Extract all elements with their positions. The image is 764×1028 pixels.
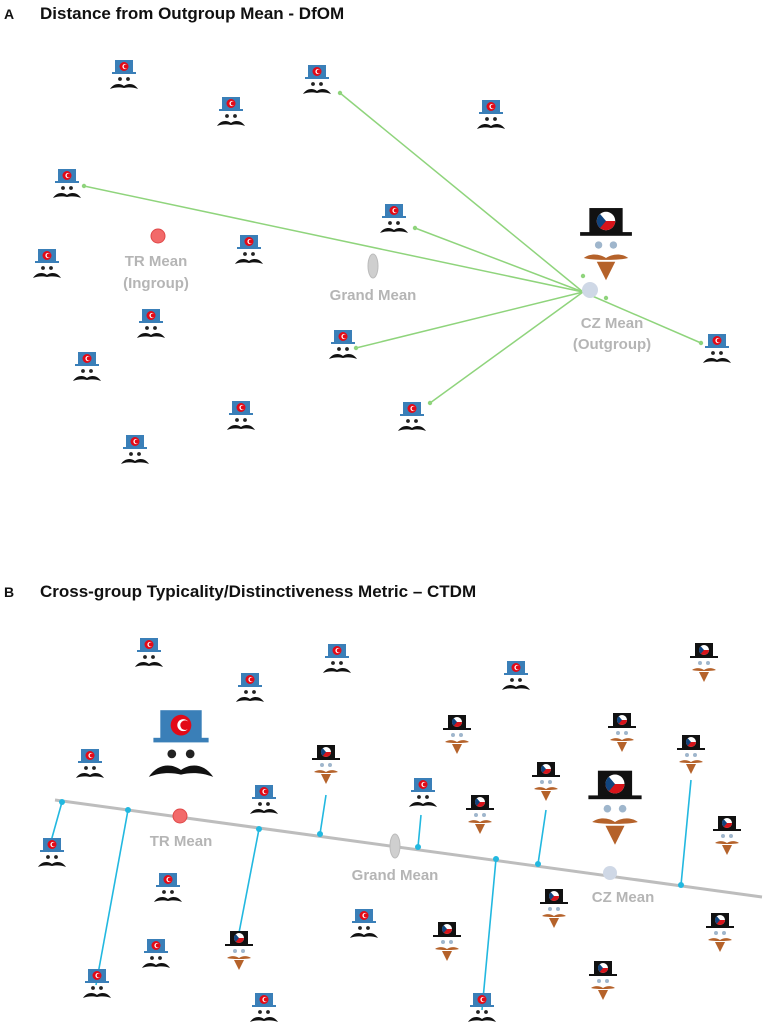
turkish-face-icon xyxy=(142,939,170,968)
dfom-distance-line xyxy=(582,291,702,344)
turkish-face-icon xyxy=(53,169,81,198)
tr-mean-sublabel: (Ingroup) xyxy=(123,275,189,292)
tr-mean-marker-b: TR Mean xyxy=(150,808,213,850)
turkish-face-icon xyxy=(121,435,149,464)
turkish-face-icon xyxy=(350,909,378,938)
ctdm-projection-point xyxy=(535,861,541,867)
dfom-line-endpoint xyxy=(412,225,418,231)
turkish-face-icon xyxy=(110,60,138,89)
ctdm-projection-point xyxy=(493,856,499,862)
turkish-face-icon xyxy=(236,673,264,702)
turkish-face-icon xyxy=(76,749,104,778)
ctdm-diagram: TR Mean Grand Mean CZ Mean xyxy=(38,638,763,1022)
cz-mean-marker: CZ Mean (Outgroup) xyxy=(573,282,651,353)
ctdm-projection-point xyxy=(415,844,421,850)
turkish-face-icon xyxy=(502,661,530,690)
czech-face-icon xyxy=(433,922,461,961)
tr-mean-marker: TR Mean (Ingroup) xyxy=(123,228,189,292)
panel-b-letter: B xyxy=(4,584,15,600)
dfom-distance-line xyxy=(355,291,584,349)
dfom-line-endpoint xyxy=(81,183,87,189)
turkish-face-icon xyxy=(38,838,66,867)
turkish-face-icon xyxy=(409,778,437,807)
panel-a: A Distance from Outgroup Mean - DfOM xyxy=(4,4,731,464)
turkish-face-icon xyxy=(235,235,263,264)
dfom-distance-line xyxy=(414,227,584,293)
ctdm-projection-point xyxy=(317,831,323,837)
czech-face-icon xyxy=(225,931,253,970)
czech-face-icon xyxy=(532,762,560,801)
ctdm-projection-lines xyxy=(47,779,692,1011)
ctdm-projection-line xyxy=(537,809,547,865)
grand-mean-marker-b: Grand Mean xyxy=(352,833,439,884)
panel-a-title: Distance from Outgroup Mean - DfOM xyxy=(40,4,345,23)
dfom-line-endpoint xyxy=(603,295,609,301)
tr-mean-label: TR Mean xyxy=(125,253,188,270)
panel-b-title: Cross-group Typicality/Distinctiveness M… xyxy=(40,582,477,601)
turkish-face-icon xyxy=(398,402,426,431)
ctdm-projection-point xyxy=(125,807,131,813)
turkish-face-icon xyxy=(33,249,61,278)
grand-mean-label: Grand Mean xyxy=(330,287,417,304)
czech-face-icon xyxy=(466,795,494,834)
turkish-face-icon xyxy=(137,309,165,338)
turkish-face-icon xyxy=(250,993,278,1022)
czech-face-icon xyxy=(443,715,471,754)
dfom-distance-line xyxy=(83,185,584,293)
dfom-distance-line xyxy=(339,92,584,293)
tr-mean-label-b: TR Mean xyxy=(150,833,213,850)
grand-mean-label-b: Grand Mean xyxy=(352,867,439,884)
czech-face-icon xyxy=(690,643,718,682)
dfom-line-endpoint xyxy=(427,400,433,406)
turkish-face-icon xyxy=(73,352,101,381)
turkish-face-icon xyxy=(323,644,351,673)
dfom-line-endpoint xyxy=(580,273,586,279)
dfom-distance-line xyxy=(429,291,584,404)
czech-face-icon xyxy=(713,816,741,855)
dfom-line-endpoint xyxy=(337,90,343,96)
turkish-face-icon xyxy=(303,65,331,94)
czech-face-icon xyxy=(312,745,340,784)
panel-a-letter: A xyxy=(4,6,15,22)
czech-face-icon xyxy=(580,208,632,281)
ctdm-projection-point xyxy=(678,882,684,888)
czech-face-icon xyxy=(677,735,705,774)
cz-mean-sublabel: (Outgroup) xyxy=(573,336,651,353)
panel-b: B Cross-group Typicality/Distinctiveness… xyxy=(0,578,764,1028)
ctdm-projection-line xyxy=(237,828,260,939)
panel-b-faces xyxy=(38,638,741,1022)
ctdm-projection-line xyxy=(319,794,327,835)
ctdm-projection-line xyxy=(481,858,497,1011)
dfom-line-endpoint xyxy=(353,345,359,351)
czech-face-icon xyxy=(588,770,642,845)
cz-mean-marker-b: CZ Mean xyxy=(592,866,655,906)
czech-face-icon xyxy=(589,961,617,1000)
czech-face-icon xyxy=(608,713,636,752)
turkish-face-icon xyxy=(380,204,408,233)
czech-face-icon xyxy=(706,913,734,952)
turkish-face-icon xyxy=(148,710,214,777)
dfom-distance-lines xyxy=(81,90,704,406)
ctdm-projection-point xyxy=(59,799,65,805)
turkish-face-icon xyxy=(135,638,163,667)
turkish-face-icon xyxy=(227,401,255,430)
ctdm-projection-line xyxy=(95,809,129,986)
grand-mean-marker: Grand Mean xyxy=(330,253,417,304)
cz-mean-label: CZ Mean xyxy=(581,315,644,332)
dfom-diagram: TR Mean (Ingroup) Grand Mean CZ Mean (Ou… xyxy=(33,60,731,464)
turkish-face-icon xyxy=(217,97,245,126)
turkish-face-icon xyxy=(329,330,357,359)
turkish-face-icon xyxy=(477,100,505,129)
cz-mean-label-b: CZ Mean xyxy=(592,889,655,906)
ctdm-projection-point xyxy=(256,826,262,832)
czech-face-icon xyxy=(540,889,568,928)
ctdm-projection-line xyxy=(417,814,422,848)
dfom-line-endpoint xyxy=(698,340,704,346)
turkish-face-icon xyxy=(703,334,731,363)
turkish-face-icon xyxy=(154,873,182,902)
ctdm-projection-line xyxy=(680,779,692,886)
turkish-face-icon xyxy=(250,785,278,814)
